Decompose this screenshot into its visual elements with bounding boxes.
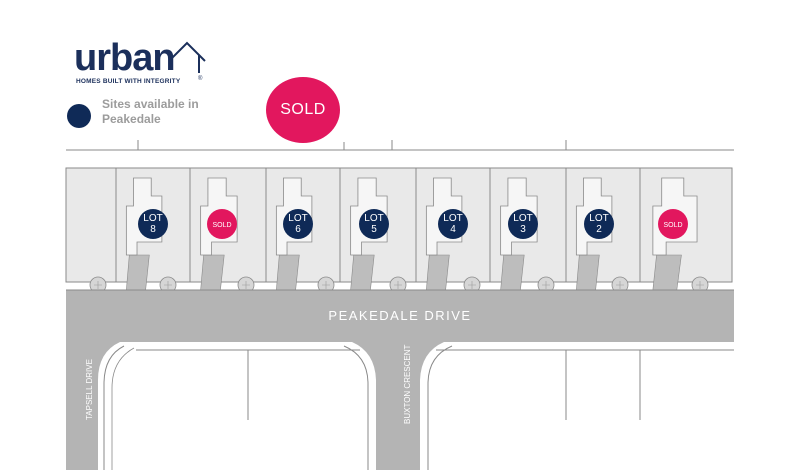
tapsell-drive-road	[66, 342, 120, 470]
lower-lots	[136, 349, 734, 420]
driveway	[350, 254, 375, 291]
lot-label: LOT	[364, 213, 383, 224]
buxton-kerb-right	[427, 345, 453, 470]
lot-marker	[138, 209, 168, 239]
tapsell-drive-label: TAPSELL DRIVE	[85, 359, 94, 420]
sold-marker	[658, 209, 688, 239]
lot-number: 5	[371, 224, 377, 235]
sold-marker	[207, 209, 237, 239]
tree-detail	[242, 281, 250, 289]
available-legend-icon	[67, 104, 91, 128]
buxton-crescent-label: BUXTON CRESCENT	[403, 344, 412, 424]
peakedale-drive-label: PEAKEDALE DRIVE	[328, 308, 471, 323]
lot-label: LOT	[513, 213, 532, 224]
driveway	[126, 254, 150, 291]
tree-detail	[542, 281, 550, 289]
lot-number: 4	[450, 224, 456, 235]
tree-detail	[616, 281, 624, 289]
tree-detail	[696, 281, 704, 289]
lot-marker	[438, 209, 468, 239]
lot-number: 3	[520, 224, 526, 235]
lot-marker	[359, 209, 389, 239]
buxton-crescent-road	[352, 342, 444, 470]
legend-label: Sites available in Peakedale	[102, 97, 199, 126]
driveway	[652, 254, 682, 291]
driveway	[576, 254, 600, 291]
driveway	[276, 254, 300, 291]
lot-label: LOT	[143, 213, 162, 224]
lot-number: 2	[596, 224, 602, 235]
tapsell-kerb-inner	[111, 347, 135, 470]
boundary-line	[66, 140, 734, 151]
lot-sold-7[interactable]: SOLD	[652, 177, 698, 291]
tree-detail	[94, 281, 102, 289]
lot-number: 6	[295, 224, 301, 235]
house-roof-icon	[168, 41, 206, 73]
sold-label: SOLD	[663, 222, 682, 229]
driveway	[200, 254, 225, 291]
tapsell-kerb	[103, 345, 125, 470]
buxton-kerb-left	[343, 345, 369, 470]
lot-label: LOT	[443, 213, 462, 224]
tree-detail	[394, 281, 402, 289]
trees-layer	[89, 276, 709, 294]
driveway	[426, 254, 450, 291]
lot-marker	[508, 209, 538, 239]
lot-number: 8	[150, 224, 156, 235]
tree-detail	[164, 281, 172, 289]
brand-logo: urban HOMES BUILT WITH INTEGRITY ®	[74, 38, 214, 88]
lot-label: LOT	[589, 213, 608, 224]
lot-marker	[584, 209, 614, 239]
driveway	[500, 254, 525, 291]
registered-mark: ®	[198, 76, 203, 82]
brand-name: urban	[74, 37, 176, 79]
lot-label: LOT	[288, 213, 307, 224]
lot-sold-1[interactable]: SOLD	[200, 177, 238, 291]
tree-detail	[322, 281, 330, 289]
sold-banner: SOLD	[266, 77, 340, 143]
sold-label: SOLD	[212, 222, 231, 229]
peakedale-drive-road	[66, 290, 734, 342]
lot-marker	[283, 209, 313, 239]
brand-tagline: HOMES BUILT WITH INTEGRITY	[76, 78, 181, 85]
tree-detail	[468, 281, 476, 289]
